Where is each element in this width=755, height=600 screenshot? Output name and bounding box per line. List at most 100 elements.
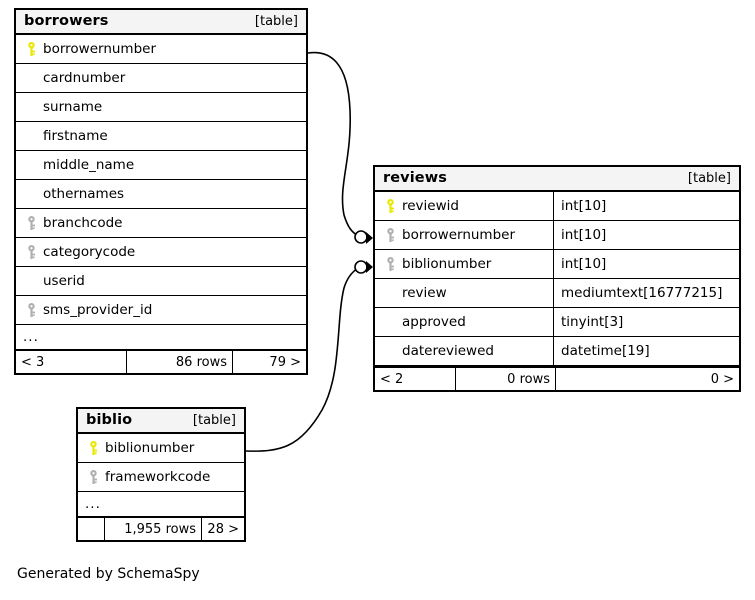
prev-parents-count[interactable]: < 2: [380, 371, 404, 387]
prev-parents-count[interactable]: [78, 518, 104, 540]
table-row[interactable]: frameworkcode: [78, 463, 244, 492]
column-label: review: [402, 285, 447, 301]
column-name-cell: review: [375, 279, 553, 307]
column-name-cell: categorycode: [16, 238, 306, 266]
column-label: categorycode: [43, 244, 136, 260]
primary-key-icon: [382, 198, 399, 214]
column-label: middle_name: [43, 157, 135, 173]
table-title: borrowers: [24, 13, 109, 29]
prev-parents-count[interactable]: < 3: [21, 354, 45, 370]
edge-arrowhead: [366, 232, 373, 244]
column-name-cell: sms_provider_id: [16, 296, 306, 324]
column-label: firstname: [43, 128, 108, 144]
column-name-cell: othernames: [16, 180, 306, 208]
table-row[interactable]: middle_name: [16, 151, 306, 180]
table-footer-borrowers: < 3 86 rows 79 >: [16, 349, 306, 373]
column-name-cell: firstname: [16, 122, 306, 150]
next-children-count[interactable]: 0 >: [555, 368, 739, 390]
column-name-cell: middle_name: [16, 151, 306, 179]
column-name-cell: cardnumber: [16, 64, 306, 92]
table-row[interactable]: cardnumber: [16, 64, 306, 93]
foreign-key-icon: [382, 227, 399, 243]
table-footer-biblio: 1,955 rows 28 >: [78, 516, 244, 540]
table-kind-label: [table]: [687, 170, 731, 186]
column-label: cardnumber: [43, 70, 126, 86]
table-biblio[interactable]: biblio [table] biblionumber frameworkcod…: [76, 407, 246, 542]
table-row[interactable]: categorycode: [16, 238, 306, 267]
next-children-count[interactable]: 28 >: [201, 518, 244, 540]
column-name-cell: datereviewed: [375, 337, 553, 365]
table-row[interactable]: sms_provider_id: [16, 296, 306, 325]
foreign-key-icon: [23, 215, 40, 231]
column-label: sms_provider_id: [43, 302, 153, 318]
table-reviews[interactable]: reviews [table] reviewid int[10] borrowe…: [373, 165, 741, 392]
column-type: datetime[19]: [553, 337, 739, 365]
table-kind-label: [table]: [192, 412, 236, 428]
column-label: reviewid: [402, 198, 459, 214]
column-name-cell: reviewid: [375, 192, 553, 220]
next-children-count[interactable]: 79 >: [232, 351, 306, 373]
table-title: reviews: [383, 170, 447, 186]
column-name-cell: frameworkcode: [78, 463, 244, 491]
generator-caption: Generated by SchemaSpy: [17, 566, 200, 582]
more-columns-indicator: ...: [85, 496, 101, 512]
column-type: tinyint[3]: [553, 308, 739, 336]
table-row[interactable]: datereviewed datetime[19]: [375, 337, 739, 366]
column-label: userid: [43, 273, 85, 289]
edge-optional-marker: [354, 260, 368, 274]
column-label: biblionumber: [105, 440, 195, 456]
column-name-cell: surname: [16, 93, 306, 121]
column-type: mediumtext[16777215]: [553, 279, 739, 307]
edge-borrowers-reviews: [307, 51, 373, 244]
column-label: datereviewed: [402, 343, 494, 359]
row-count: 86 rows: [126, 351, 232, 373]
column-type: int[10]: [553, 192, 739, 220]
table-row[interactable]: surname: [16, 93, 306, 122]
row-count: 1,955 rows: [104, 518, 201, 540]
primary-key-icon: [23, 41, 40, 57]
table-row[interactable]: reviewid int[10]: [375, 192, 739, 221]
table-row[interactable]: firstname: [16, 122, 306, 151]
foreign-key-icon: [23, 244, 40, 260]
column-label: borrowernumber: [402, 227, 516, 243]
column-name-cell: biblionumber: [375, 250, 553, 278]
edge-optional-marker: [354, 230, 368, 244]
table-title: biblio: [86, 412, 133, 428]
table-footer-reviews: < 2 0 rows 0 >: [375, 366, 739, 390]
edge-arrowhead: [366, 261, 373, 273]
more-columns-indicator: ...: [23, 329, 39, 345]
table-row[interactable]: biblionumber int[10]: [375, 250, 739, 279]
table-row[interactable]: review mediumtext[16777215]: [375, 279, 739, 308]
table-row[interactable]: branchcode: [16, 209, 306, 238]
column-type: int[10]: [553, 250, 739, 278]
table-row[interactable]: othernames: [16, 180, 306, 209]
foreign-key-icon: [23, 302, 40, 318]
table-row[interactable]: approved tinyint[3]: [375, 308, 739, 337]
column-label: borrowernumber: [43, 41, 157, 57]
column-name-cell: approved: [375, 308, 553, 336]
primary-key-icon: [85, 440, 102, 456]
column-name-cell: branchcode: [16, 209, 306, 237]
column-label: biblionumber: [402, 256, 492, 272]
column-name-cell: biblionumber: [78, 434, 244, 462]
table-row[interactable]: userid: [16, 267, 306, 296]
column-label: approved: [402, 314, 466, 330]
table-row[interactable]: biblionumber: [78, 434, 244, 463]
column-name-cell: borrowernumber: [375, 221, 553, 249]
table-header-biblio: biblio [table]: [78, 409, 244, 434]
column-label: branchcode: [43, 215, 123, 231]
table-header-reviews: reviews [table]: [375, 167, 739, 192]
table-row[interactable]: borrowernumber: [16, 35, 306, 64]
column-label: surname: [43, 99, 103, 115]
column-label: othernames: [43, 186, 125, 202]
table-borrowers[interactable]: borrowers [table] borrowernumber cardnum…: [14, 8, 308, 375]
column-type: int[10]: [553, 221, 739, 249]
table-kind-label: [table]: [254, 13, 298, 29]
row-count: 0 rows: [455, 368, 555, 390]
column-name-cell: userid: [16, 267, 306, 295]
foreign-key-icon: [85, 469, 102, 485]
foreign-key-icon: [382, 256, 399, 272]
table-row[interactable]: borrowernumber int[10]: [375, 221, 739, 250]
column-name-cell: borrowernumber: [16, 35, 306, 63]
